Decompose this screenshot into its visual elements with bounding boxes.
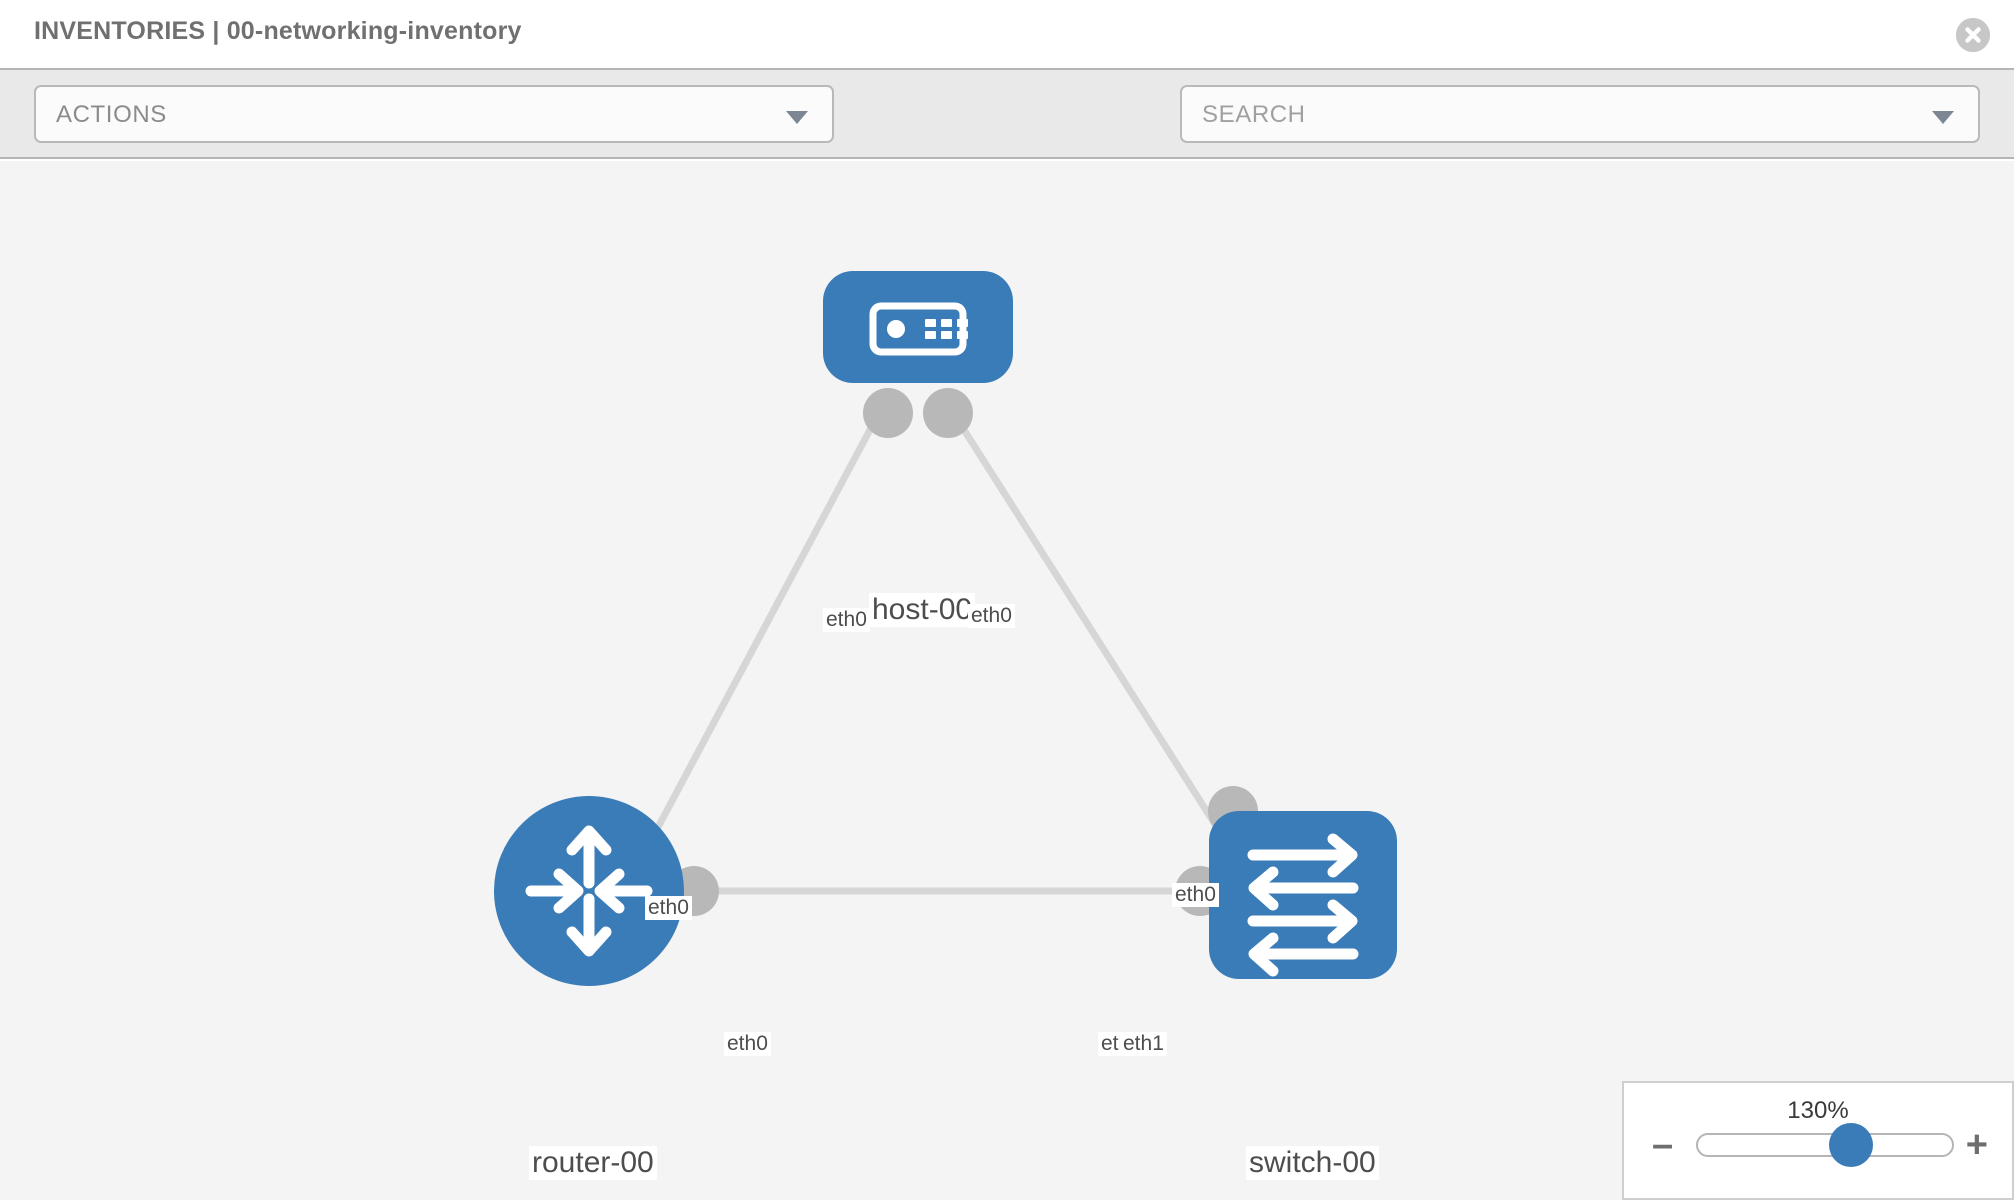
page-title: INVENTORIES | 00-networking-inventory [34, 17, 522, 45]
node-router-00[interactable] [494, 796, 684, 986]
port-label-router-up: eth0 [645, 896, 692, 921]
node-label-switch-00: switch-00 [1246, 1146, 1379, 1180]
port-label-host-left: eth0 [823, 608, 870, 633]
node-host-00[interactable] [823, 271, 1013, 383]
link-host-router [636, 409, 884, 863]
link-host-switch [949, 409, 1235, 853]
actions-dropdown[interactable]: ACTIONS [34, 85, 834, 143]
close-icon[interactable] [1956, 18, 1990, 52]
node-label-host-00: host-00 [869, 593, 976, 627]
chevron-down-icon [786, 111, 808, 124]
search-placeholder: SEARCH [1202, 101, 1306, 128]
port-label-switch-up: eth0 [1172, 883, 1219, 908]
zoom-level-value: 130% [1787, 1097, 1849, 1124]
zoom-slider-thumb[interactable] [1828, 1123, 1873, 1167]
node-switch-00[interactable] [1209, 811, 1397, 979]
port-label-router-right: eth0 [724, 1032, 771, 1057]
zoom-slider-track[interactable] [1696, 1133, 1954, 1157]
toolbar: ACTIONS SEARCH [0, 68, 2014, 197]
window-header: INVENTORIES | 00-networking-inventory [0, 0, 2014, 68]
zoom-control-panel: 130% – + [1622, 1081, 2014, 1200]
port-label-switch-left-b: eth1 [1120, 1032, 1167, 1057]
zoom-in-button[interactable]: + [1965, 1124, 1988, 1166]
zoom-out-button[interactable]: – [1652, 1124, 1674, 1166]
port-label-host-right: eth0 [968, 604, 1015, 629]
port-host-right [923, 388, 973, 438]
topology-canvas[interactable]: eth0 host-00 eth0 eth0 eth0 router-00 et… [0, 161, 2014, 1200]
actions-dropdown-label: ACTIONS [56, 101, 167, 128]
search-input[interactable]: SEARCH [1180, 85, 1980, 143]
chevron-down-icon[interactable] [1932, 111, 1954, 124]
port-host-left [863, 388, 913, 438]
topology-graph [494, 271, 1397, 986]
node-label-router-00: router-00 [529, 1146, 657, 1180]
